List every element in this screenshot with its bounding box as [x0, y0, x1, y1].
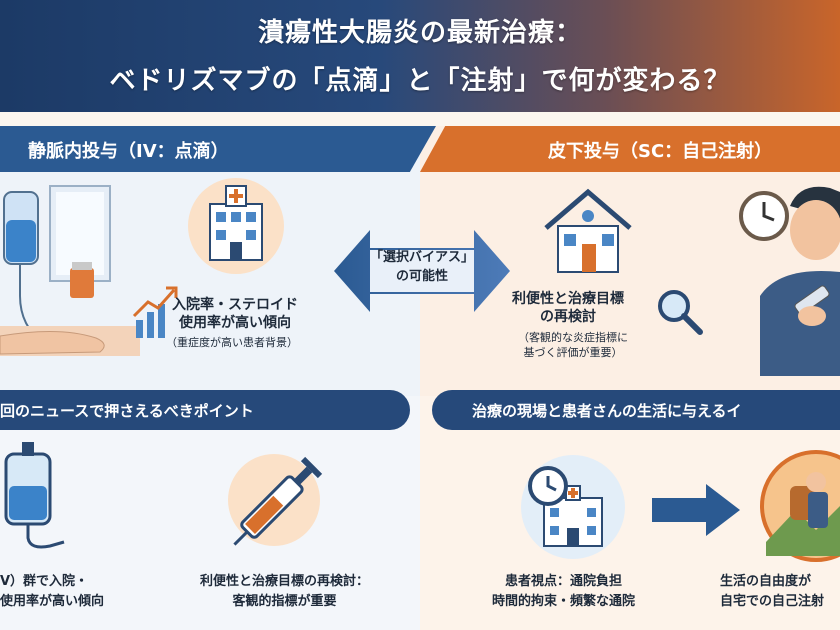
- points-header: 回のニュースで押さえるべきポイント: [0, 402, 254, 420]
- impact-patient-text: 患者視点：通院負担 時間的拘束・頻繁な通院: [492, 572, 635, 612]
- clock-icon: [739, 191, 789, 241]
- header-banner: [0, 0, 840, 112]
- iv-finding-line-1: 入院率・ステロイド: [172, 297, 298, 313]
- sc-title: 皮下投与（SC：自己注射）: [548, 141, 773, 162]
- sc-finding-note: （客観的な炎症指標に 基づく評価が重要）: [518, 330, 628, 360]
- title-line-1: 潰瘍性大腸炎の最新治療：: [257, 18, 582, 48]
- hospital-icon: [188, 178, 284, 274]
- magnifier-icon: [658, 290, 703, 335]
- iv-finding-line-2: 使用率が高い傾向: [179, 315, 291, 331]
- impact-patient-line-2: 時間的拘束・頻繁な通院: [492, 594, 636, 609]
- iv-finding-note: （重症度が高い患者背景）: [166, 336, 298, 349]
- point-sc-line-2: 客観的指標が重要: [232, 594, 337, 609]
- bias-double-arrow: [334, 230, 510, 312]
- title-line-2: ベドリズマブの「点滴」と「注射」で何が変わる？: [109, 66, 731, 96]
- iv-drip-illustration: [0, 185, 140, 356]
- arrow-right-icon: [652, 484, 740, 536]
- points-header-bar: [0, 390, 410, 430]
- impact-freedom-line-1: 生活の自由度が: [720, 574, 812, 589]
- points-panel: [0, 396, 420, 630]
- bias-label: 「選択バイアス」 の可能性: [334, 248, 510, 286]
- trend-up-icon: [132, 286, 178, 338]
- bias-line-1: 「選択バイアス」: [369, 250, 474, 265]
- point-sc-line-1: 利便性と治療目標の再検討：: [200, 574, 370, 589]
- impact-header-bar: [432, 390, 840, 430]
- impact-header: 治療の現場と患者さんの生活に与えるイ: [472, 402, 742, 420]
- point-sc-text: 利便性と治療目標の再検討： 客観的指標が重要: [200, 572, 369, 612]
- point-iv-line-2: 使用率が高い傾向: [0, 594, 105, 609]
- point-iv-line-1: V）群で入院・: [0, 574, 89, 589]
- syringe-icon: [228, 454, 323, 546]
- patient-self-injection-illustration: [760, 186, 840, 376]
- iv-finding-text: 入院率・ステロイド 使用率が高い傾向: [172, 296, 298, 332]
- sc-finding-text: 利便性と治療目標 の再検討: [512, 290, 624, 326]
- home-icon: [544, 188, 632, 273]
- sc-note-line-1: （客観的な炎症指標に: [518, 331, 628, 344]
- bias-line-2: の可能性: [395, 269, 448, 284]
- impact-patient-line-1: 患者視点：通院負担: [505, 574, 623, 589]
- iv-bag-icon: [4, 442, 65, 549]
- impact-freedom-line-2: 自宅での自己注射: [720, 594, 825, 609]
- hiker-freedom-icon: [760, 450, 840, 562]
- sc-note-line-2: 基づく評価が重要）: [523, 346, 623, 359]
- impact-freedom-text: 生活の自由度が 自宅での自己注射: [720, 572, 824, 612]
- sc-title-bar: [420, 126, 840, 172]
- sc-finding-line-1: 利便性と治療目標: [512, 291, 624, 307]
- hospital-clock-icon: [521, 455, 625, 559]
- point-iv-text: V）群で入院・ 使用率が高い傾向: [0, 572, 104, 612]
- iv-title: 静脈内投与（IV：点滴）: [28, 141, 229, 162]
- sc-finding-line-2: の再検討: [540, 309, 596, 325]
- iv-title-bar: [0, 126, 436, 172]
